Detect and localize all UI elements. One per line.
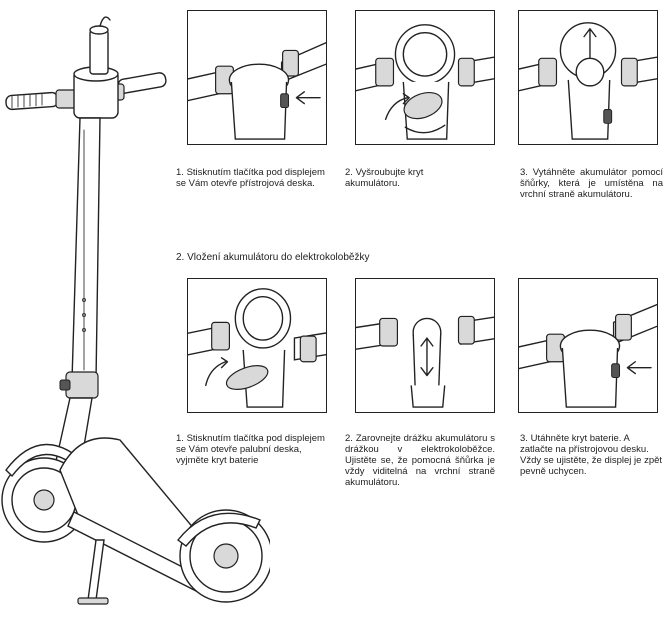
kickstand — [87, 539, 105, 601]
step-number: 3. — [520, 167, 528, 178]
insertion-step-2-caption: 2. Zarovnejte drážku akumulátoru s drážk… — [345, 433, 495, 488]
kickstand-foot — [77, 597, 109, 605]
insertion-step-1-image — [187, 278, 327, 413]
removal-step-1-caption: 1. Stisknutím tlačítka pod displejem se … — [176, 167, 326, 189]
step-text: Vyšroubujte kryt akumulátoru. — [345, 167, 424, 189]
step-number: 2. — [345, 167, 353, 178]
step-text: Stisknutím tlačítka pod displejem se Vám… — [176, 167, 325, 189]
step-number: 2. — [345, 433, 353, 444]
step-text: Utáhněte kryt baterie. A zatlačte na pří… — [520, 433, 663, 477]
insertion-section-heading: 2. Vložení akumulátoru do elektrokoloběž… — [176, 252, 370, 263]
insertion-step-3-caption: 3. Utáhněte kryt baterie. A zatlačte na … — [520, 433, 664, 477]
insertion-step-3-image — [518, 278, 658, 413]
stem — [71, 117, 101, 381]
left-grip — [5, 89, 79, 111]
removal-step-3-image — [518, 10, 658, 145]
rear-wheel — [177, 509, 270, 603]
scooter-illustration — [1, 16, 270, 605]
step-number: 1. — [176, 167, 184, 178]
step-number: 3. — [520, 433, 528, 444]
step-text: Vytáhněte akumulátor pomocí šňůrky, kter… — [520, 167, 663, 200]
removal-step-2-image — [355, 10, 495, 145]
insertion-step-2-image — [355, 278, 495, 413]
step-text: Stisknutím tlačítka pod displejem se Vám… — [176, 433, 325, 466]
insertion-step-1-caption: 1. Stisknutím tlačítka pod displejem se … — [176, 433, 328, 466]
step-text: Zarovnejte drážku akumulátoru s drážkou … — [345, 433, 496, 488]
step-number: 1. — [176, 433, 184, 444]
display-head — [73, 16, 119, 119]
removal-step-1-image — [187, 10, 327, 145]
removal-step-2-caption: 2. Vyšroubujte kryt akumulátoru. — [345, 167, 445, 189]
removal-step-3-caption: 3. Vytáhněte akumulátor pomocí šňůrky, k… — [520, 167, 663, 200]
folding-joint — [59, 371, 99, 399]
